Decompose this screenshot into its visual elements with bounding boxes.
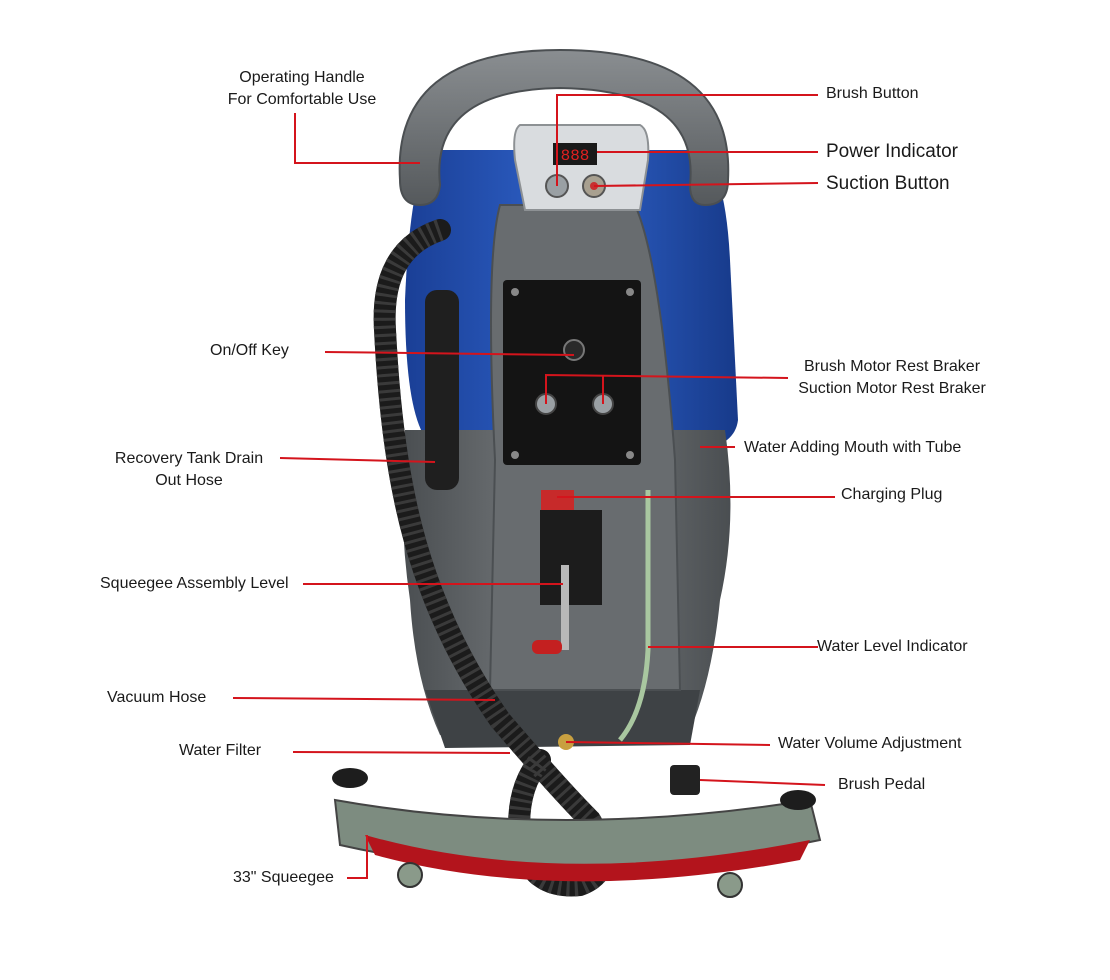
lever-handle-icon bbox=[532, 640, 562, 654]
label-brakers: Brush Motor Rest Braker Suction Motor Re… bbox=[786, 356, 998, 400]
label-operating-handle-line1: Operating Handle bbox=[239, 69, 365, 86]
drain-hose bbox=[425, 290, 459, 490]
leader-water-filter bbox=[292, 751, 511, 754]
leader-operating-handle bbox=[294, 113, 420, 164]
label-suction-button: Suction Button bbox=[826, 173, 950, 194]
squeegee-wheel-right bbox=[780, 790, 816, 810]
label-water-volume: Water Volume Adjustment bbox=[778, 735, 962, 752]
label-suction-braker: Suction Motor Rest Braker bbox=[798, 380, 986, 397]
label-operating-handle-line2: For Comfortable Use bbox=[227, 91, 377, 108]
machine: 888 bbox=[332, 48, 822, 898]
label-water-adding: Water Adding Mouth with Tube bbox=[744, 439, 962, 456]
label-squeegee: 33" Squeegee bbox=[233, 869, 334, 886]
label-power-indicator: Power Indicator bbox=[826, 141, 959, 162]
caster-right bbox=[717, 872, 743, 898]
label-recovery-tank-line2: Out Hose bbox=[155, 472, 223, 489]
leader-brush-button bbox=[556, 94, 818, 186]
leader-water-volume bbox=[565, 741, 771, 746]
leader-lines bbox=[232, 94, 835, 879]
squeegee-blade bbox=[365, 835, 810, 882]
label-brush-pedal: Brush Pedal bbox=[838, 776, 926, 793]
label-recovery-tank: Recovery Tank Drain Out Hose bbox=[100, 448, 278, 492]
control-panel bbox=[513, 124, 650, 211]
leader-recovery-tank bbox=[279, 457, 436, 463]
water-level-tube bbox=[618, 490, 651, 742]
key-panel bbox=[503, 280, 641, 465]
leader-suction-button bbox=[593, 182, 819, 187]
power-display bbox=[553, 143, 597, 165]
squeegee-wheel-left bbox=[332, 768, 368, 788]
label-squeegee-level: Squeegee Assembly Level bbox=[100, 575, 289, 592]
label-recovery-tank-line1: Recovery Tank Drain bbox=[114, 450, 264, 467]
leader-brakers bbox=[545, 373, 789, 404]
label-on-off-key: On/Off Key bbox=[210, 342, 289, 359]
operating-handle bbox=[398, 48, 730, 207]
key-switch-icon bbox=[563, 339, 585, 361]
label-vacuum-hose: Vacuum Hose bbox=[107, 689, 207, 706]
leader-brush-pedal bbox=[699, 779, 826, 786]
label-charging-plug: Charging Plug bbox=[841, 486, 943, 503]
charging-plug-icon bbox=[541, 490, 574, 510]
label-operating-handle: Operating Handle For Comfortable Use bbox=[212, 67, 392, 111]
label-brush-button: Brush Button bbox=[826, 85, 919, 102]
brush-pedal-icon bbox=[670, 765, 700, 795]
squeegee-lever-icon bbox=[561, 565, 569, 650]
label-brush-braker: Brush Motor Rest Braker bbox=[803, 358, 981, 375]
caster-left bbox=[397, 862, 423, 888]
leader-squeegee bbox=[347, 835, 368, 879]
leader-on-off-key bbox=[324, 351, 575, 356]
lever-slot bbox=[540, 510, 602, 605]
label-water-filter: Water Filter bbox=[179, 742, 262, 759]
label-water-level: Water Level Indicator bbox=[817, 638, 968, 655]
power-display-readout: 888 bbox=[561, 147, 590, 165]
leader-vacuum-hose bbox=[232, 697, 496, 701]
